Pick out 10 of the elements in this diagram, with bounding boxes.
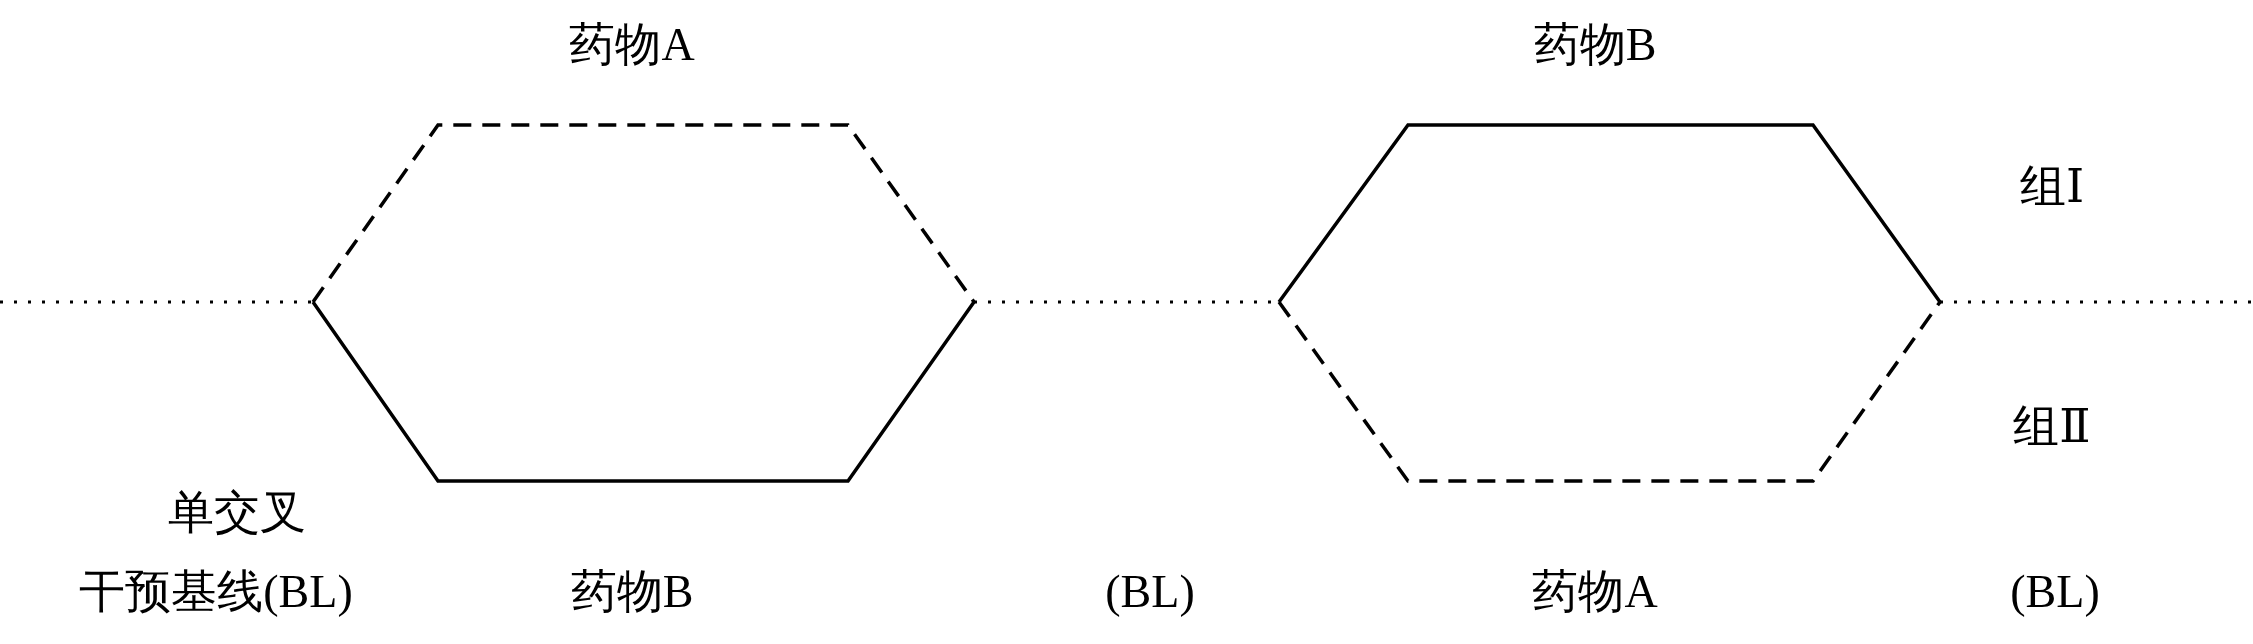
baseline-label: (BL) — [2010, 566, 2100, 618]
period-label: 药物B — [570, 566, 694, 618]
group-label: 组Ⅰ — [2019, 161, 2085, 213]
baseline-label: 干预基线(BL) — [79, 566, 353, 618]
baseline-label: (BL) — [1105, 566, 1195, 618]
period-label: 药物A — [1532, 566, 1658, 618]
design-label: 单交叉 — [168, 487, 306, 539]
group-label: 组Ⅱ — [2013, 401, 2091, 453]
period-label: 药物A — [569, 19, 695, 71]
period-label: 药物B — [1533, 19, 1657, 71]
